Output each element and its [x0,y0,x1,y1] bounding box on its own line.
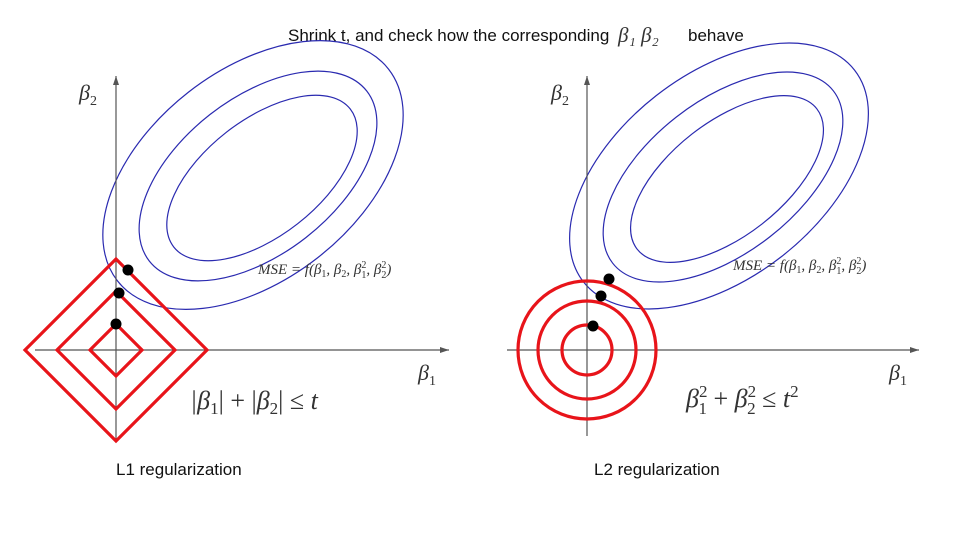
l1-diamond-middle [54,288,178,412]
l1-contour-middle [138,70,378,282]
l1-diamond-inner [87,321,145,379]
l1-contour-inner [166,94,358,262]
l1-constraint-label: |β1| + |β2| ≤ t [190,386,319,418]
l2-point-outer [603,273,615,285]
l1-point-middle [113,287,125,299]
title-math-betas: β₁ β₂ [618,23,659,47]
l2-circle-middle [536,299,638,401]
l1-contour-outer [102,40,404,310]
l1-mse-contours [102,40,404,310]
l2-solution-points [587,273,615,332]
l1-x-axis-label: β1 [417,360,436,389]
l1-solution-points [110,264,134,330]
l1-point-inner [110,318,122,330]
l1-diamond-outer [22,256,210,444]
l2-point-middle [595,290,607,302]
l2-circle-outer [516,279,658,421]
l1-constraint-diamonds [22,256,210,444]
l1-point-outer [122,264,134,276]
l1-y-axis-label: β2 [78,80,97,109]
l2-mse-contours [569,42,869,310]
l2-caption: L2 regularization [594,460,720,479]
title-suffix: behave [688,26,744,45]
title-prefix: Shrink t, and check how the correspondin… [288,26,610,45]
l2-x-axis-label: β1 [888,360,907,389]
l2-contour-inner [629,95,825,263]
l2-circle-inner [560,323,614,377]
l2-constraint-circles [516,279,658,421]
l2-point-inner [587,320,599,332]
l1-caption: L1 regularization [116,460,242,479]
l2-contour-outer [569,42,869,310]
l2-y-axis-label: β2 [550,80,569,109]
l2-contour-middle [602,71,844,283]
